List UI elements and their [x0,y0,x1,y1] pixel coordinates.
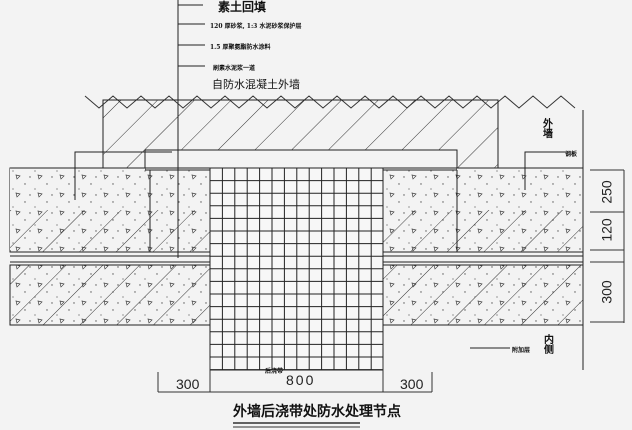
callout-cement-slurry: 刷素水泥浆一道 [213,65,256,72]
callout-leaders [177,0,205,258]
dim-300-left: 300 [176,376,200,392]
callout-backfill: 素土回填 [218,0,267,14]
dim-300-right: 300 [598,280,615,304]
dim-250: 250 [598,180,615,204]
dim-300-bottom-right: 300 [400,376,424,392]
drawing-title: 外墙后浇带处防水处理节点 [233,404,401,420]
label-inner-side: 内侧 [544,335,554,356]
callout-wall: 自防水混凝土外墙 [212,78,300,91]
right-dimension-line [590,169,625,323]
leader-line [524,151,565,190]
callout-coating: 1.5 厚聚氨酯防水涂料 [210,44,271,51]
label-steel-plate: 钢板 [565,151,578,158]
label-additional-layer: 附加层 [512,347,531,354]
callout-mortar: 120 厚砂浆, 1:3 水泥砂浆保护层 [210,23,302,30]
label-post-cast: 后浇带 [265,368,284,375]
title-underline [233,422,360,428]
dim-800: 800 [286,372,316,388]
label-outer-wall: 外墙 [543,119,553,140]
rebar-grid [209,167,383,371]
dim-120: 120 [598,218,615,242]
bottom-dimension-line [157,360,433,393]
protective-layer [144,149,458,171]
